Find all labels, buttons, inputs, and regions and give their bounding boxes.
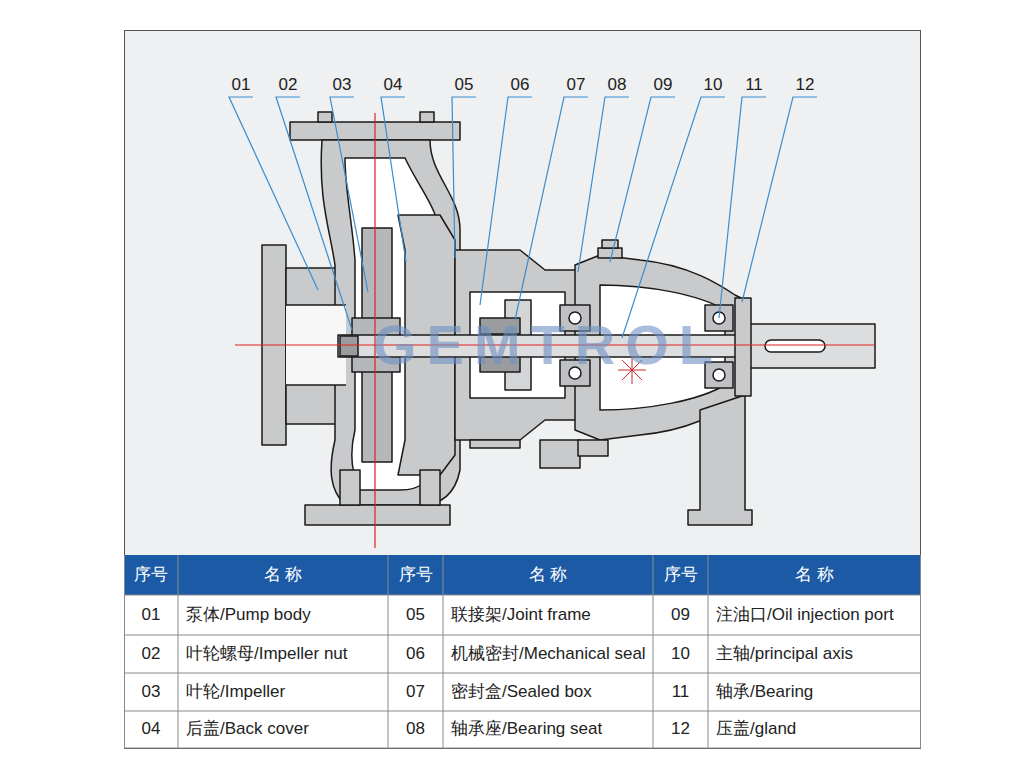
leader-lines (229, 97, 817, 338)
callout-number: 04 (384, 75, 403, 95)
table-cell: 压盖/gland (716, 719, 796, 739)
leader-line (610, 97, 675, 262)
centerline (235, 113, 875, 548)
table-grid (124, 555, 921, 748)
table-header: 序号 (399, 565, 433, 585)
table-header: 序号 (664, 565, 698, 585)
callout-number: 07 (567, 75, 586, 95)
table-cell: 01 (142, 605, 161, 625)
table-cell: 09 (671, 605, 690, 625)
table-header: 名 称 (529, 565, 568, 585)
callout-number: 10 (704, 75, 723, 95)
table-cell: 12 (671, 719, 690, 739)
leader-line (742, 97, 817, 302)
table-cell: 注油口/Oil injection port (716, 605, 894, 625)
leader-line (229, 97, 318, 290)
leader-line (578, 97, 629, 272)
leader-line (515, 97, 588, 320)
table-header: 名 称 (264, 565, 303, 585)
table-cell: 02 (142, 644, 161, 664)
watermark: GEMTROL (373, 311, 723, 378)
table-cell: 10 (671, 644, 690, 664)
table-cell: 主轴/principal axis (716, 644, 853, 664)
leader-line (276, 97, 352, 330)
table-cell: 叶轮螺母/Impeller nut (186, 644, 348, 664)
table-cell: 04 (142, 719, 161, 739)
table-cell: 轴承/Bearing (716, 682, 813, 702)
callout-number: 03 (333, 75, 352, 95)
callout-number: 06 (511, 75, 530, 95)
callout-number: 02 (279, 75, 298, 95)
table-header: 序号 (134, 565, 168, 585)
table-cell: 轴承座/Bearing seat (451, 719, 602, 739)
table-cell: 07 (406, 682, 425, 702)
table-cell: 08 (406, 719, 425, 739)
callout-number: 01 (232, 75, 251, 95)
callout-number: 12 (796, 75, 815, 95)
table-cell: 06 (406, 644, 425, 664)
leader-line (452, 97, 476, 258)
leader-line (622, 97, 725, 338)
table-cell: 05 (406, 605, 425, 625)
callout-number: 05 (455, 75, 474, 95)
leader-line (330, 97, 368, 292)
table-header: 名 称 (795, 565, 834, 585)
callout-number: 09 (654, 75, 673, 95)
frame (125, 31, 921, 749)
table-cell: 机械密封/Mechanical seal (451, 644, 646, 664)
table-cell: 03 (142, 682, 161, 702)
table-cell: 泵体/Pump body (186, 605, 311, 625)
callout-number: 11 (745, 75, 763, 95)
table-cell: 联接架/Joint frame (451, 605, 591, 625)
callout-number: 08 (608, 75, 627, 95)
table-cell: 密封盒/Sealed box (451, 682, 592, 702)
pump-section (262, 112, 875, 525)
leader-line (381, 97, 406, 262)
leader-line (719, 97, 766, 318)
leader-line (480, 97, 532, 305)
table-cell: 后盖/Back cover (186, 719, 309, 739)
table-cell: 11 (672, 682, 690, 702)
table-cell: 叶轮/Impeller (186, 682, 285, 702)
